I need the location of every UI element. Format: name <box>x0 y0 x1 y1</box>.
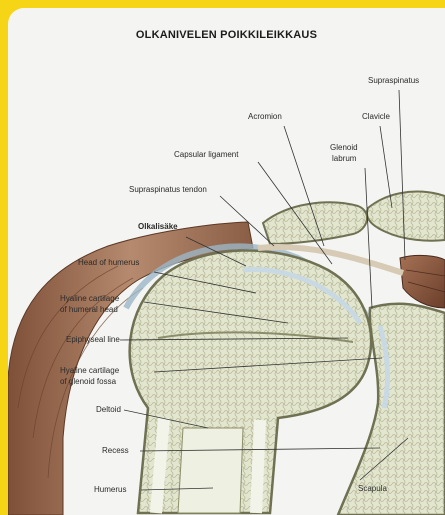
label-olkalisake: Olkalisäke <box>138 222 178 232</box>
label-hyaline-glenoid-line1: Hyaline cartilage <box>60 366 119 376</box>
label-scapula: Scapula <box>358 484 387 494</box>
label-hyaline-glenoid-line2: of glenoid fossa <box>60 377 116 387</box>
label-acromion: Acromion <box>248 112 282 122</box>
label-glenoid-labrum-line1: Glenoid <box>330 143 358 153</box>
diagram-card: OLKANIVELEN POIKKILEIKKAUS Supraspinatus… <box>8 8 445 515</box>
label-recess: Recess <box>102 446 129 456</box>
label-capsular-ligament: Capsular ligament <box>174 150 238 160</box>
clavicle-bone <box>367 192 445 241</box>
label-hyaline-humeral-line2: of humeral head <box>60 305 118 315</box>
label-glenoid-labrum-line2: labrum <box>332 154 356 164</box>
diagram-title: OLKANIVELEN POIKKILEIKKAUS <box>8 29 445 41</box>
supraspinatus-muscle <box>400 255 445 308</box>
label-clavicle: Clavicle <box>362 112 390 122</box>
label-supraspinatus-tendon: Supraspinatus tendon <box>129 185 207 195</box>
label-hyaline-humeral-line1: Hyaline cartilage <box>60 294 119 304</box>
acromion-bone <box>263 202 367 244</box>
label-head-of-humerus: Head of humerus <box>78 258 139 268</box>
humerus-bone <box>130 250 371 513</box>
label-epiphyseal-line: Epiphyseal line <box>66 335 120 345</box>
label-humerus: Humerus <box>94 485 126 495</box>
label-deltoid: Deltoid <box>96 405 121 415</box>
label-supraspinatus: Supraspinatus <box>368 76 419 86</box>
